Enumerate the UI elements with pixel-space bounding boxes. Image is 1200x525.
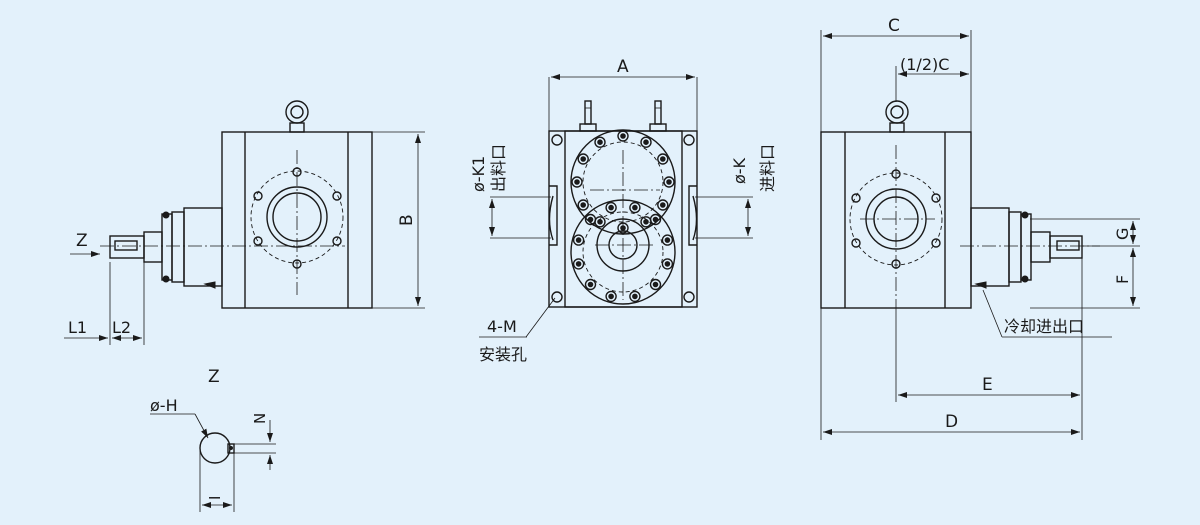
e-label: E [982, 375, 993, 395]
eye-bolt-icon [285, 100, 309, 133]
outlet-label: 出料口 [489, 144, 508, 192]
g-label: G [1113, 228, 1132, 240]
inlet-label: 进料口 [758, 144, 777, 192]
z-view-title: Z [208, 367, 220, 387]
mount-holes-code-label: 4-M [487, 317, 517, 336]
l1-label: L1 [68, 318, 87, 337]
c-label: C [888, 16, 900, 36]
z-view: Z ø-H N I [150, 367, 276, 512]
z-arrow-label: Z [76, 231, 88, 251]
phi-h-label: ø-H [150, 396, 178, 415]
i-label: I [206, 496, 224, 500]
bolt-hole-icon [253, 167, 342, 269]
d-label: D [945, 412, 958, 432]
stud-icon [579, 100, 667, 132]
l2-label: L2 [112, 318, 131, 337]
left-front-view: Z L1 L2 B [64, 100, 425, 345]
bolt-head-icon [571, 130, 675, 303]
phi-k1-label: ø-K1 [469, 156, 488, 192]
middle-side-view: A ø-K1 出料口 ø-K 进料口 4-M 安装孔 [469, 57, 777, 364]
a-label: A [617, 57, 629, 77]
right-rear-view: 冷却进出口 C (1/2)C G F E D [820, 16, 1140, 440]
eye-bolt-icon [885, 100, 909, 133]
mount-holes-label: 安装孔 [479, 345, 527, 364]
mounting-hole-icon [551, 134, 695, 303]
f-label: F [1113, 275, 1132, 284]
n-label: N [251, 413, 269, 424]
b-label: B [397, 214, 417, 226]
cooling-port-label: 冷却进出口 [1004, 317, 1084, 336]
phi-k-label: ø-K [730, 157, 749, 184]
half-c-label: (1/2)C [900, 55, 949, 74]
